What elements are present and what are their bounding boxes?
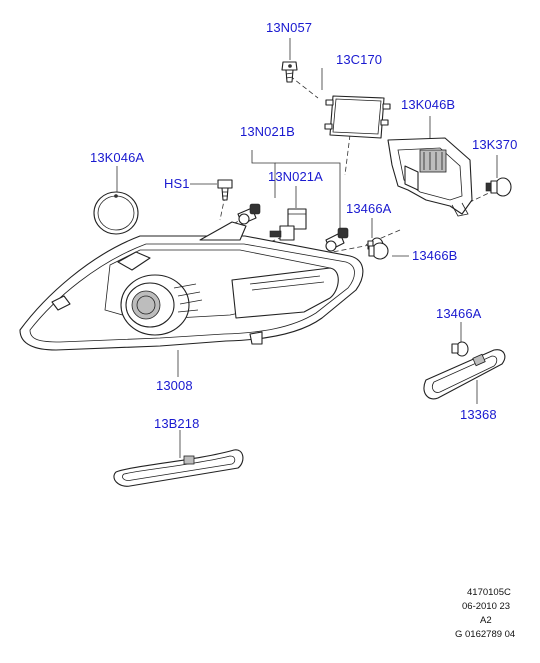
bulb-13n021b-right[interactable] — [325, 227, 349, 252]
adjuster-hs1[interactable] — [217, 179, 233, 201]
callout-13466a-side[interactable]: 13466A — [436, 306, 482, 321]
module-13c170[interactable] — [324, 95, 391, 139]
bulb-13n021b-left[interactable] — [237, 203, 261, 225]
footer-drawing-number: 4170105C — [467, 587, 511, 598]
footer-date: 06-2010 23 — [462, 601, 511, 612]
screw-13n057[interactable] — [281, 61, 298, 83]
callout-13008[interactable]: 13008 — [156, 378, 193, 393]
footer-revision: A2 — [480, 615, 492, 626]
callout-hs1[interactable]: HS1 — [164, 176, 190, 191]
side-marker-13368[interactable] — [423, 349, 506, 400]
reflector-13b218[interactable] — [113, 449, 244, 487]
footer-reference: G 0162789 04 — [455, 629, 516, 640]
callout-13n021a[interactable]: 13N021A — [268, 169, 323, 184]
callout-13k046a[interactable]: 13K046A — [90, 150, 145, 165]
callout-13466b[interactable]: 13466B — [412, 248, 458, 263]
callout-13466a-top[interactable]: 13466A — [346, 201, 392, 216]
callout-13b218[interactable]: 13B218 — [154, 416, 200, 431]
bulb-13466b[interactable] — [368, 242, 389, 260]
callout-13c170[interactable]: 13C170 — [336, 52, 383, 67]
callout-13n057[interactable]: 13N057 — [266, 20, 313, 35]
cap-13k046a[interactable] — [93, 191, 139, 235]
cover-13k046b[interactable] — [387, 137, 473, 217]
callout-13k370[interactable]: 13K370 — [472, 137, 518, 152]
bulb-13466a-side[interactable] — [451, 341, 469, 357]
callout-13n021b[interactable]: 13N021B — [240, 124, 295, 139]
callout-13368[interactable]: 13368 — [460, 407, 497, 422]
leader-lines — [116, 38, 498, 458]
bulb-13n021a[interactable] — [269, 208, 307, 241]
bulb-13k370[interactable] — [485, 177, 512, 197]
callout-13k046b[interactable]: 13K046B — [401, 97, 456, 112]
headlamp-13008[interactable] — [19, 221, 364, 351]
